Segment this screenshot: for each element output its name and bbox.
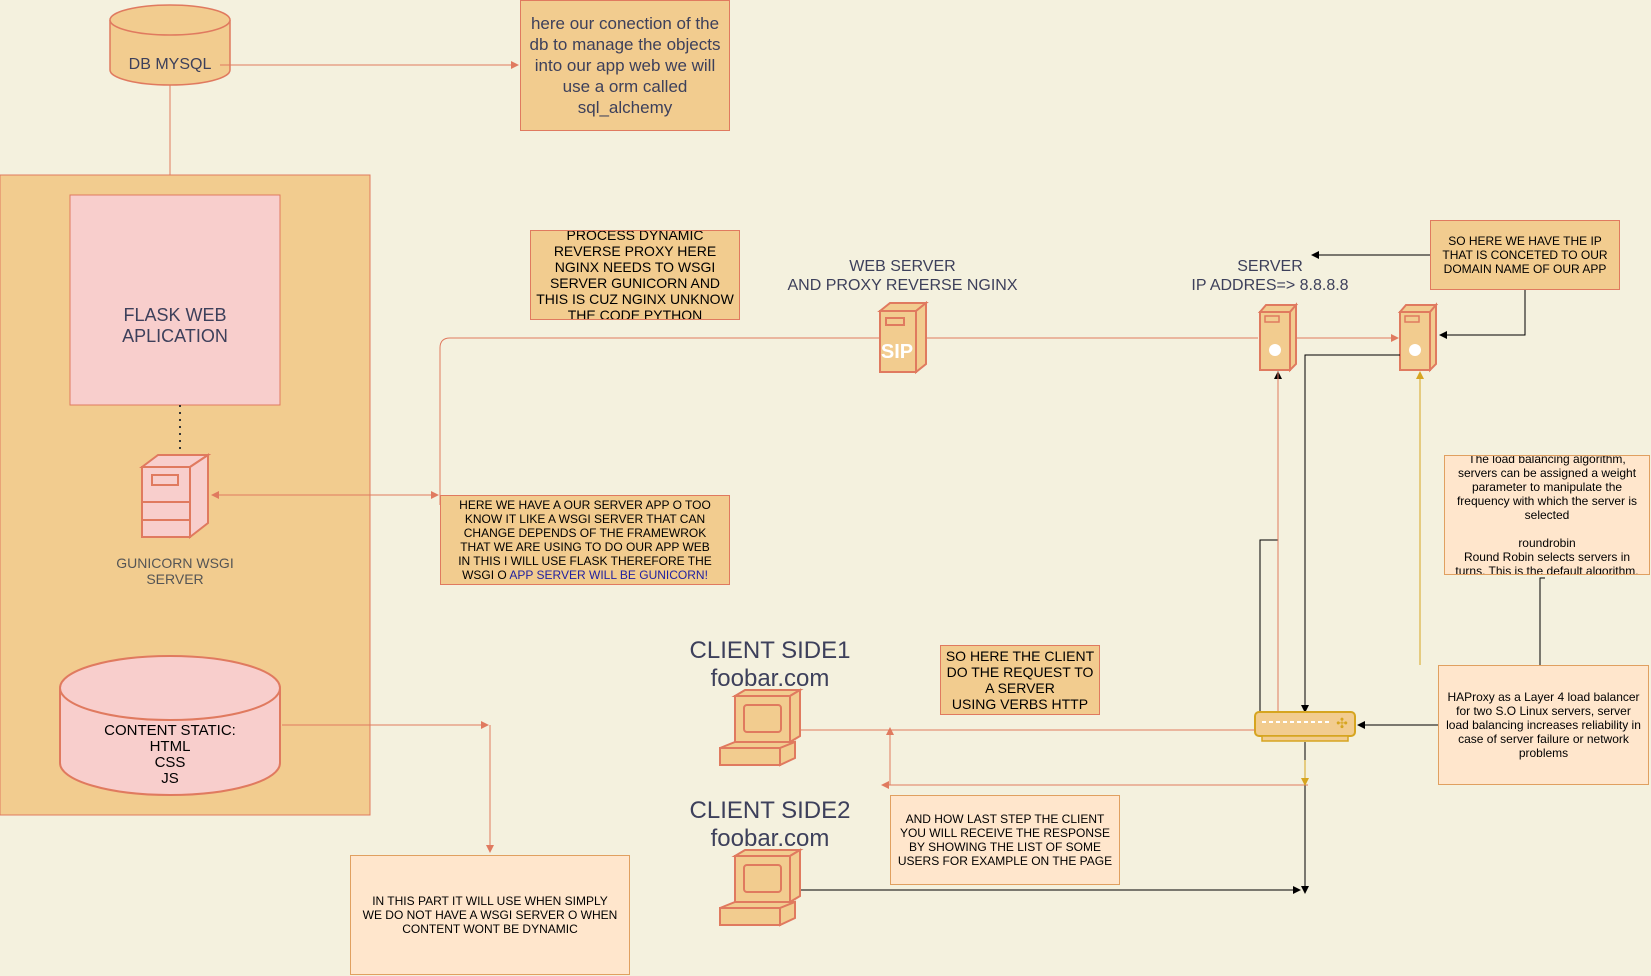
flask-app-label: FLASK WEB APLICATION (122, 305, 228, 346)
database-icon (109, 4, 231, 86)
static-content-label: CONTENT STATIC: HTML CSS JS (104, 722, 236, 787)
load-balancer-icon: ✣ (1254, 711, 1356, 742)
web-server-label: WEB SERVER AND PROXY REVERSE NGINX (787, 258, 1018, 294)
haproxy-note: HAProxy as a Layer 4 load balancer for t… (1438, 665, 1649, 785)
wsgi-note-part2: APP SERVER WILL BE GUNICORN! (509, 568, 708, 582)
server-tower-icon: SIP (877, 300, 929, 375)
ip-note-route (1439, 290, 1526, 339)
wsgi-note-text: HERE WE HAVE A OUR SERVER APP O TOO KNOW… (447, 498, 723, 582)
nginx-process-note: PROCESS DYNAMIC REVERSE PROXY HERE NGINX… (530, 230, 740, 320)
last-step-note: AND HOW LAST STEP THE CLIENT YOU WILL RE… (890, 795, 1120, 885)
client1-label: CLIENT SIDE1 foobar.com (689, 637, 851, 692)
desktop-computer-icon (719, 688, 804, 767)
server-label: SERVER IP ADDRES=> 8.8.8.8 (1191, 258, 1349, 294)
orm-note: here our conection of the db to manage t… (520, 0, 730, 131)
desktop-computer-icon (719, 848, 804, 927)
haproxy-algo-link (1539, 577, 1545, 665)
wsgi-note: HERE WE HAVE A OUR SERVER APP O TOO KNOW… (440, 495, 730, 585)
client2-label: CLIENT SIDE2 foobar.com (689, 797, 851, 852)
server2-lb-route (1301, 354, 1400, 713)
static-content-cylinder (59, 655, 281, 796)
gunicorn-label: GUNICORN WSGI SERVER (116, 555, 234, 587)
ip-note: SO HERE WE HAVE THE IP THAT IS CONCETED … (1430, 220, 1620, 290)
lb-algorithm-note: The load balancing algorithm, servers ca… (1444, 455, 1650, 575)
flask-app-box (69, 194, 281, 406)
svg-text:✣: ✣ (1336, 715, 1348, 731)
nginx-wsgi-route (439, 337, 880, 505)
svg-text:SIP: SIP (881, 341, 913, 363)
wsgi-note-part1: HERE WE HAVE A OUR SERVER APP O TOO KNOW… (458, 498, 712, 582)
db-label: DB MYSQL (128, 56, 212, 73)
lb-to-server1-route (1256, 371, 1282, 719)
static-part-note: IN THIS PART IT WILL USE WHEN SIMPLY WE … (350, 855, 630, 975)
server-tower-icon (139, 453, 212, 540)
client-request-note: SO HERE THE CLIENT DO THE REQUEST TO A S… (940, 645, 1100, 715)
router-server-icon (1257, 302, 1299, 373)
router-server-icon (1397, 302, 1439, 373)
